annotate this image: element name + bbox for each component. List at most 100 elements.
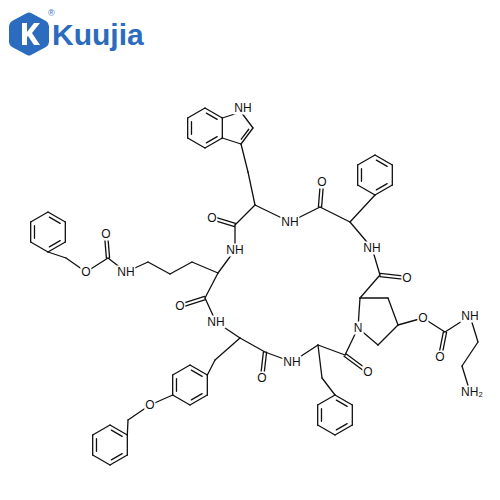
bond-line bbox=[31, 212, 48, 222]
bond-line bbox=[335, 395, 352, 405]
bond-line bbox=[207, 375, 208, 395]
bond-line bbox=[318, 425, 335, 435]
bond-line bbox=[30, 222, 31, 242]
bond-line bbox=[93, 455, 110, 465]
bond-line bbox=[96, 439, 97, 451]
logo-k bbox=[22, 23, 40, 45]
bond-line bbox=[222, 118, 223, 138]
trademark-sign: ® bbox=[48, 9, 55, 18]
bond-line bbox=[376, 160, 387, 166]
bond-line bbox=[127, 420, 129, 435]
bond-line bbox=[191, 394, 202, 400]
bond-line bbox=[241, 129, 248, 139]
atom-label: N bbox=[353, 322, 364, 335]
bond-line bbox=[317, 405, 318, 425]
bond-line bbox=[241, 128, 253, 144]
atom-label: O bbox=[100, 228, 111, 241]
bond-line bbox=[335, 425, 352, 435]
bond-line bbox=[31, 242, 48, 252]
bond-line bbox=[187, 118, 188, 138]
bond-line bbox=[318, 345, 345, 355]
atom-label: O bbox=[316, 176, 327, 189]
logo-text: Kuujia bbox=[52, 20, 144, 50]
bond-line bbox=[318, 345, 322, 378]
bond-line bbox=[375, 185, 392, 195]
bond-line bbox=[336, 400, 347, 406]
bond-line bbox=[110, 455, 127, 465]
bond-line bbox=[378, 325, 398, 345]
bond-line bbox=[110, 425, 127, 435]
bond-line bbox=[336, 424, 347, 430]
logo-hexagon bbox=[9, 13, 49, 56]
bond-line bbox=[49, 217, 60, 223]
bond-line bbox=[173, 395, 190, 405]
atom-label: NH bbox=[233, 102, 252, 115]
bond-line bbox=[358, 185, 375, 195]
atom-label: O bbox=[174, 300, 185, 313]
bond-line bbox=[48, 242, 65, 252]
atom-label: O bbox=[434, 351, 445, 364]
bond-line bbox=[48, 252, 66, 258]
bond-line bbox=[111, 430, 122, 436]
bond-line bbox=[190, 395, 207, 405]
bond-line bbox=[205, 108, 222, 118]
atom-label: O bbox=[144, 399, 155, 412]
atom-label: O bbox=[401, 272, 412, 285]
bond-line bbox=[188, 108, 205, 118]
bond-line bbox=[48, 212, 65, 222]
bond-line bbox=[388, 298, 398, 325]
bond-line bbox=[190, 365, 207, 375]
bond-line bbox=[361, 169, 362, 181]
bond-line bbox=[241, 144, 248, 172]
bond-line bbox=[235, 205, 255, 225]
bond-line bbox=[191, 370, 202, 376]
bond-line bbox=[206, 137, 217, 143]
bond-line bbox=[176, 379, 177, 391]
atom-label: NH bbox=[280, 216, 299, 229]
bond-line bbox=[192, 262, 218, 273]
atom-label: NH bbox=[362, 242, 381, 255]
atom-label: NH₂ bbox=[460, 386, 484, 399]
bond-line bbox=[148, 262, 170, 274]
bond-line bbox=[206, 113, 217, 119]
bond-line bbox=[352, 405, 353, 425]
atom-label: O bbox=[362, 366, 373, 379]
bond-line bbox=[350, 195, 375, 222]
atom-label: NH bbox=[206, 316, 225, 329]
bond-line bbox=[188, 138, 205, 148]
bond-line bbox=[49, 241, 60, 247]
bond-line bbox=[170, 262, 192, 274]
bond-line bbox=[111, 454, 122, 460]
bond-line bbox=[322, 378, 335, 395]
bond-line bbox=[205, 138, 222, 148]
bond-line bbox=[172, 375, 173, 395]
bond-line bbox=[173, 365, 190, 375]
bond-line bbox=[65, 222, 66, 242]
atom-label: O bbox=[206, 212, 217, 225]
bond-line bbox=[376, 184, 387, 190]
atom-label: NH bbox=[116, 266, 135, 279]
atom-label: NH bbox=[460, 310, 479, 323]
bond-line bbox=[318, 395, 335, 405]
bond-line bbox=[215, 338, 240, 360]
bond-line bbox=[240, 338, 265, 352]
atom-label: O bbox=[256, 372, 267, 385]
bond-line bbox=[375, 155, 392, 165]
bond-line bbox=[392, 165, 393, 185]
bond-line bbox=[34, 226, 35, 238]
bond-line bbox=[248, 172, 255, 205]
atom-label: NH bbox=[282, 356, 301, 369]
bond-line bbox=[205, 273, 218, 298]
bond-line bbox=[207, 360, 215, 375]
bond-line bbox=[222, 138, 241, 144]
bond-line bbox=[360, 275, 380, 298]
atom-label: NH bbox=[225, 244, 244, 257]
bond-line bbox=[357, 165, 358, 185]
bond-line bbox=[360, 297, 388, 298]
atom-label: O bbox=[80, 266, 91, 279]
bond-line bbox=[358, 155, 375, 165]
bond-line bbox=[92, 435, 93, 455]
bond-line bbox=[191, 122, 192, 134]
bond-line bbox=[93, 425, 110, 435]
